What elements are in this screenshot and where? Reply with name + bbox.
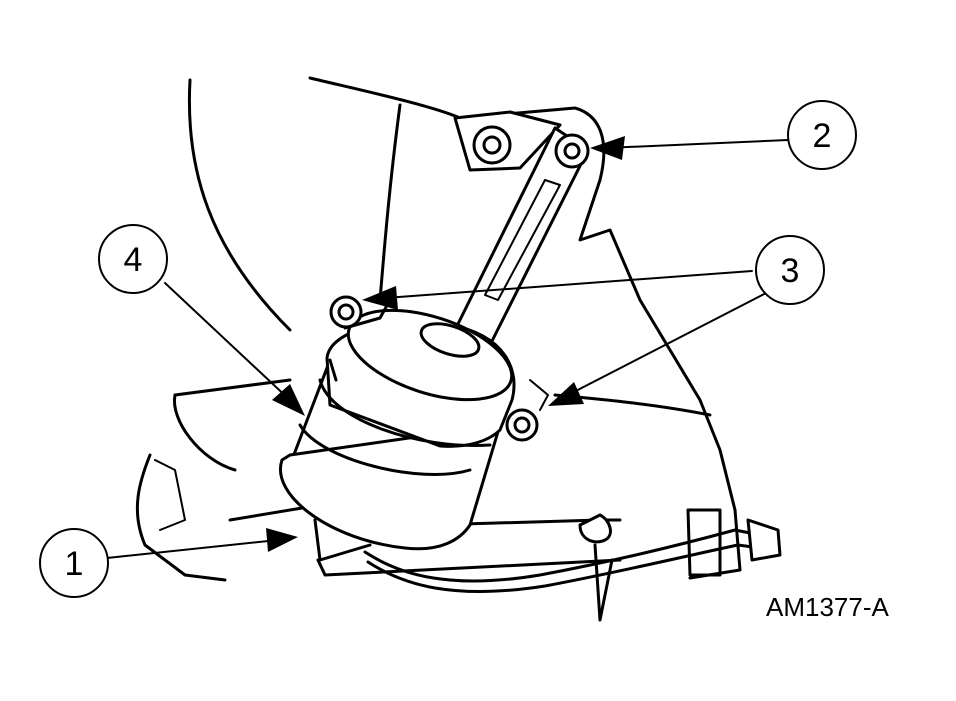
callout-3: 3 bbox=[755, 235, 825, 305]
callout-2: 2 bbox=[787, 100, 857, 170]
arrowhead-4 bbox=[272, 384, 305, 416]
leader-lines bbox=[106, 136, 789, 559]
arrowhead-1 bbox=[266, 528, 298, 552]
callout-circle bbox=[787, 100, 857, 170]
actuator-body bbox=[279, 298, 516, 551]
callout-4: 4 bbox=[98, 224, 168, 294]
callout-circle bbox=[755, 235, 825, 305]
leader-line-3b bbox=[567, 291, 769, 396]
nut-upper bbox=[329, 295, 363, 329]
callout-number: 1 bbox=[65, 545, 84, 583]
mounting-nuts bbox=[329, 295, 549, 442]
leader-line-4 bbox=[164, 282, 293, 403]
rod-end-pivot bbox=[554, 133, 590, 169]
arrowhead-3b bbox=[548, 382, 584, 406]
lever-arm bbox=[453, 110, 590, 347]
leader-line-1 bbox=[106, 539, 279, 559]
callout-number: 2 bbox=[813, 117, 832, 155]
callout-number: 4 bbox=[124, 241, 143, 279]
callout-number: 3 bbox=[781, 252, 800, 290]
pivot-hole bbox=[472, 125, 512, 165]
leader-line-3a bbox=[384, 270, 753, 299]
callout-1: 1 bbox=[39, 528, 109, 598]
callout-circle bbox=[98, 224, 168, 294]
vacuum-hose bbox=[313, 508, 782, 622]
arm-slot bbox=[484, 179, 561, 301]
pivot-hole-inner bbox=[482, 135, 502, 155]
leader-line-2 bbox=[604, 139, 789, 149]
figure-code: AM1377-A bbox=[766, 592, 889, 622]
callout-circle bbox=[39, 528, 109, 598]
nut-lower bbox=[505, 408, 539, 442]
arrowhead-3a bbox=[362, 286, 398, 310]
arrowhead-2 bbox=[590, 136, 625, 160]
